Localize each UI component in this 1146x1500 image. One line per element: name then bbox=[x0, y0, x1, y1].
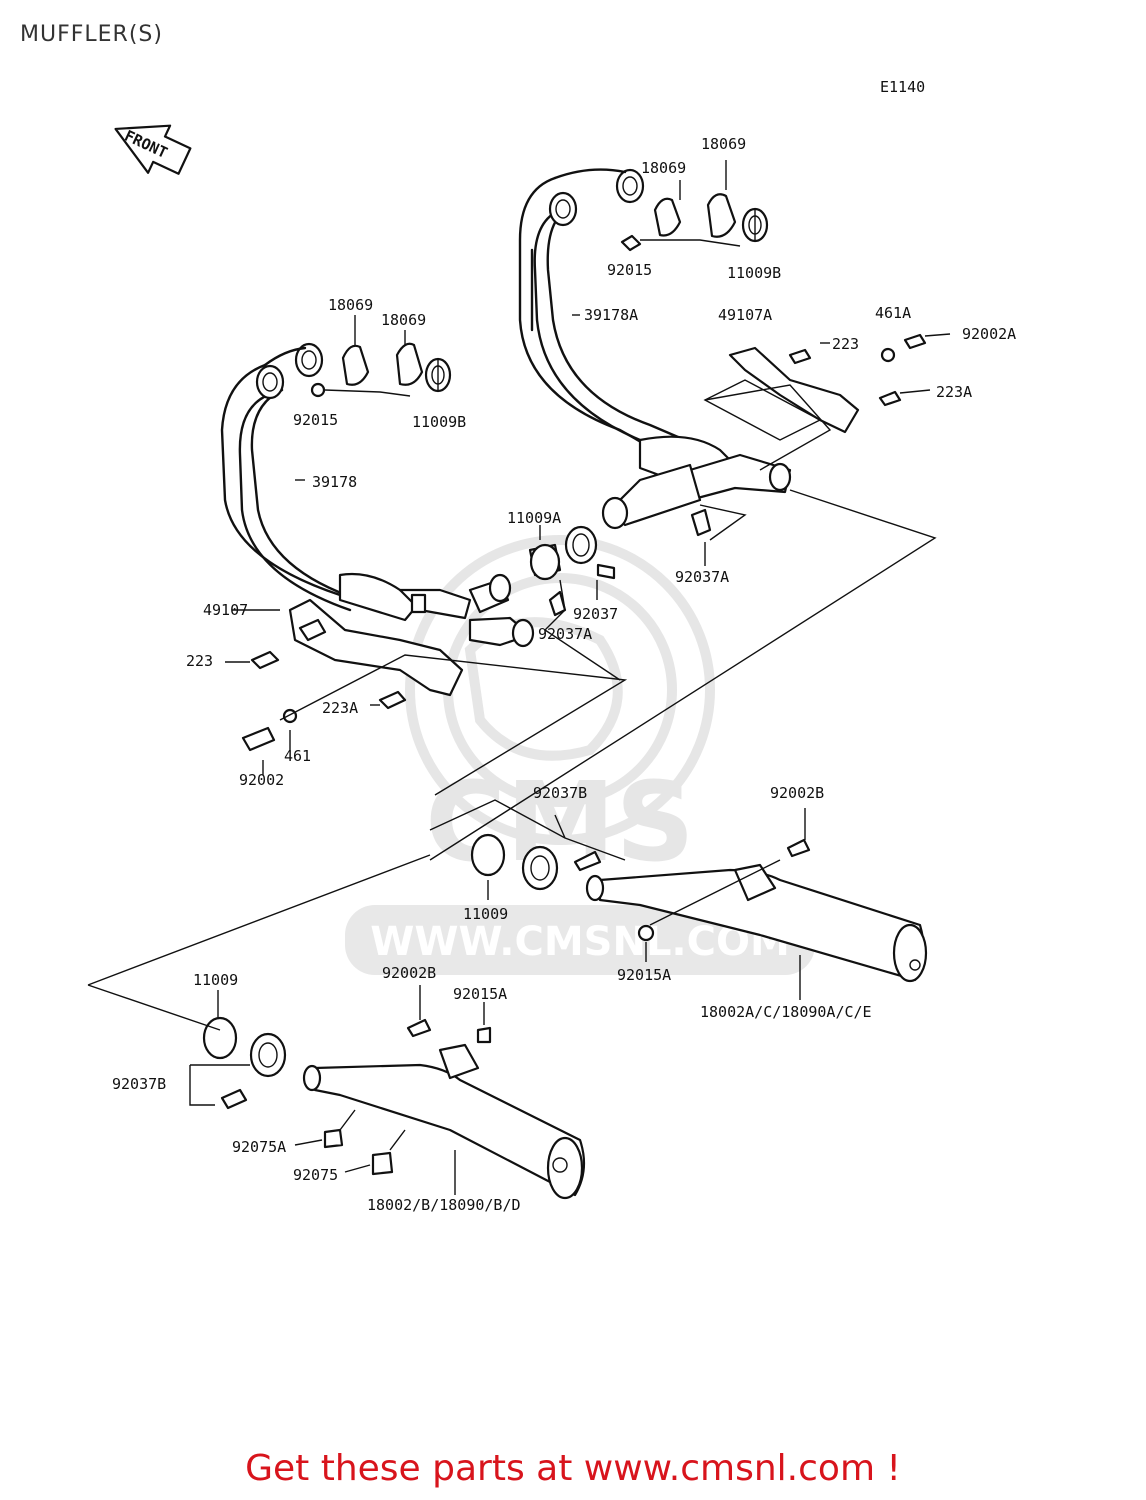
label-39178: 39178 bbox=[312, 473, 357, 491]
label-223a-r: 223A bbox=[936, 383, 972, 401]
label-223-l: 223 bbox=[186, 652, 213, 670]
label-92037b-r: 92037B bbox=[533, 784, 587, 802]
label-92015a-r: 92015A bbox=[617, 966, 671, 984]
label-92015-l: 92015 bbox=[293, 411, 338, 429]
left-heat-shield bbox=[241, 598, 628, 796]
left-header-clamps bbox=[310, 315, 452, 398]
label-92075a: 92075A bbox=[232, 1138, 286, 1156]
label-461a: 461A bbox=[875, 304, 911, 322]
label-18069-r1: 18069 bbox=[701, 135, 746, 153]
right-header-clamps bbox=[620, 160, 769, 252]
label-11009b-r: 11009B bbox=[727, 264, 781, 282]
leader-lines bbox=[189, 314, 951, 1173]
label-49107: 49107 bbox=[203, 601, 248, 619]
label-18002: 18002/B/18090/B/D bbox=[367, 1196, 521, 1214]
left-header-pipe bbox=[220, 342, 535, 648]
label-223a-l: 223A bbox=[322, 699, 358, 717]
front-arrow-icon: FRONT bbox=[114, 124, 192, 175]
page-title: MUFFLER(S) bbox=[20, 22, 163, 47]
label-49107a: 49107A bbox=[718, 306, 772, 324]
label-11009-l: 11009 bbox=[193, 971, 238, 989]
label-92037a-l: 92037A bbox=[538, 625, 592, 643]
label-11009b-l: 11009B bbox=[412, 413, 466, 431]
label-92002b-r: 92002B bbox=[770, 784, 824, 802]
label-92037b-l: 92037B bbox=[112, 1075, 166, 1093]
label-18069-l2: 18069 bbox=[381, 311, 426, 329]
label-18069-r2: 18069 bbox=[641, 159, 686, 177]
label-92002b-l: 92002B bbox=[382, 964, 436, 982]
left-connector-sleeve bbox=[528, 525, 621, 681]
label-92002: 92002 bbox=[239, 771, 284, 789]
part-labels: 18069 18069 92015 11009B 39178A 49107A 2… bbox=[112, 135, 1016, 1214]
label-92002a: 92002A bbox=[962, 325, 1016, 343]
label-92037: 92037 bbox=[573, 605, 618, 623]
watermark-url: WWW.CMSNL.COM bbox=[370, 919, 790, 965]
label-39178a: 39178A bbox=[584, 306, 638, 324]
cmsnl-watermark: CMS WWW.CMSNL.COM bbox=[345, 535, 815, 975]
right-header-pipe bbox=[518, 168, 792, 530]
label-92037a-r: 92037A bbox=[675, 568, 729, 586]
diagram-code: E1140 bbox=[880, 78, 925, 96]
right-connector-clamp bbox=[690, 504, 747, 541]
label-92015-r: 92015 bbox=[607, 261, 652, 279]
right-heat-shield bbox=[703, 333, 927, 441]
label-18069-l1: 18069 bbox=[328, 296, 373, 314]
label-11009a: 11009A bbox=[507, 509, 561, 527]
watermark-brand: CMS bbox=[425, 758, 694, 886]
label-92075: 92075 bbox=[293, 1166, 338, 1184]
label-92015a-l: 92015A bbox=[453, 985, 507, 1003]
label-18002a: 18002A/C/18090A/C/E bbox=[700, 1003, 872, 1021]
label-11009-r: 11009 bbox=[463, 905, 508, 923]
label-223-r: 223 bbox=[832, 335, 859, 353]
right-muffler bbox=[429, 799, 928, 1000]
left-muffler bbox=[87, 854, 586, 1200]
label-461: 461 bbox=[284, 747, 311, 765]
cmsnl-promo-link[interactable]: Get these parts at www.cmsnl.com ! bbox=[245, 1448, 901, 1489]
